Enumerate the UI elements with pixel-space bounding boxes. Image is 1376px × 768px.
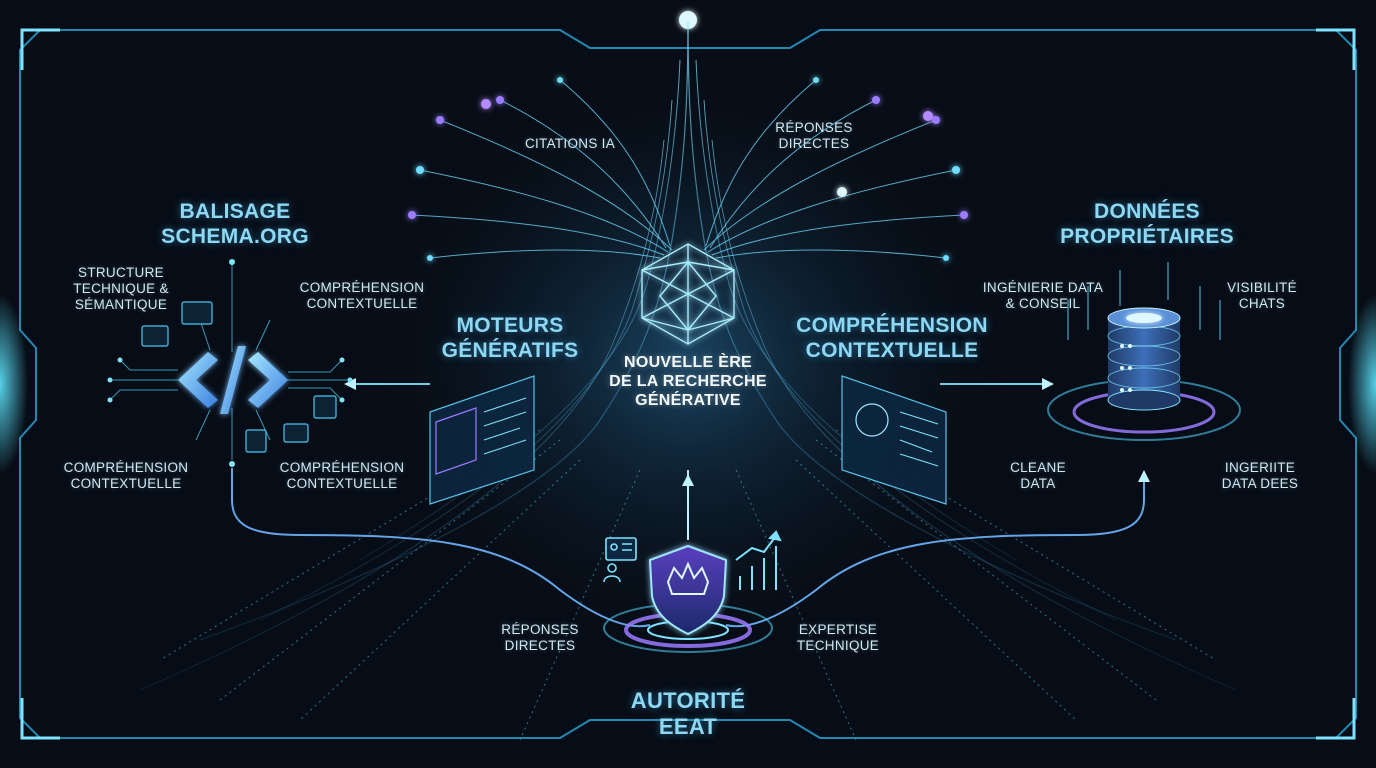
shield-icon	[648, 544, 728, 636]
database-icon	[1047, 307, 1241, 441]
schema-circuit-nodes	[107, 259, 353, 467]
schema-structure-label: STRUCTURE TECHNIQUE & SÉMANTIQUE	[73, 265, 169, 312]
data-clean-label: CLEANE DATA	[1010, 460, 1066, 491]
database-bars	[1067, 262, 1221, 340]
center-glow	[358, 60, 1018, 660]
context-screen	[841, 375, 947, 505]
connector-loops	[231, 383, 1145, 628]
arrowheads	[344, 378, 1150, 486]
left-fan	[411, 79, 673, 259]
id-card-icon	[603, 537, 637, 583]
schema-bottom-left-label: COMPRÉHENSION CONTEXTUELLE	[63, 460, 189, 491]
data-title: DONNÉES PROPRIÉTAIRES	[1060, 200, 1234, 248]
fan-nodes	[408, 77, 968, 261]
top-node-glow	[679, 11, 697, 29]
chart-icon	[735, 530, 782, 590]
right-fan	[703, 79, 965, 259]
schema-top-right-label: COMPRÉHENSION CONTEXTUELLE	[299, 280, 425, 311]
top-stream	[139, 21, 1237, 691]
schema-circuit-lines	[109, 262, 350, 460]
engines-title: MOTEURS GÉNÉRATIFS	[441, 314, 579, 362]
context-title: COMPRÉHENSION CONTEXTUELLE	[796, 314, 988, 362]
data-engineering-label: INGÉNIERIE DATA & CONSEIL	[982, 280, 1104, 311]
engines-screen	[429, 375, 535, 505]
frame-corners	[20, 28, 1356, 740]
authority-left-label: RÉPONSES DIRECTES	[501, 622, 579, 653]
left-edge-glow	[0, 294, 28, 474]
schema-bottom-right-label: COMPRÉHENSION CONTEXTUELLE	[279, 460, 405, 491]
authority-right-label: EXPERTISE TECHNIQUE	[796, 622, 880, 653]
central-polyhedron	[641, 243, 735, 345]
citations-ia-label: CITATIONS IA	[524, 136, 616, 151]
right-edge-glow	[1348, 294, 1376, 474]
schema-doc-cards	[141, 301, 337, 453]
data-integrity-label: INGERIITE DATA DEES	[1221, 460, 1299, 491]
schema-code-icon	[178, 346, 288, 414]
data-visibility-label: VISIBILITÉ CHATS	[1227, 280, 1297, 311]
schema-title: BALISAGE SCHEMA.ORG	[161, 200, 309, 248]
authority-title: AUTORITÉ EEAT	[630, 688, 746, 739]
center-title: NOUVELLE ÈRE DE LA RECHERCHE GÉNÉRATIVE	[609, 354, 767, 409]
binary-streams	[159, 429, 1217, 741]
reponses-directes-top-label: RÉPONSES DIRECTES	[775, 120, 853, 151]
